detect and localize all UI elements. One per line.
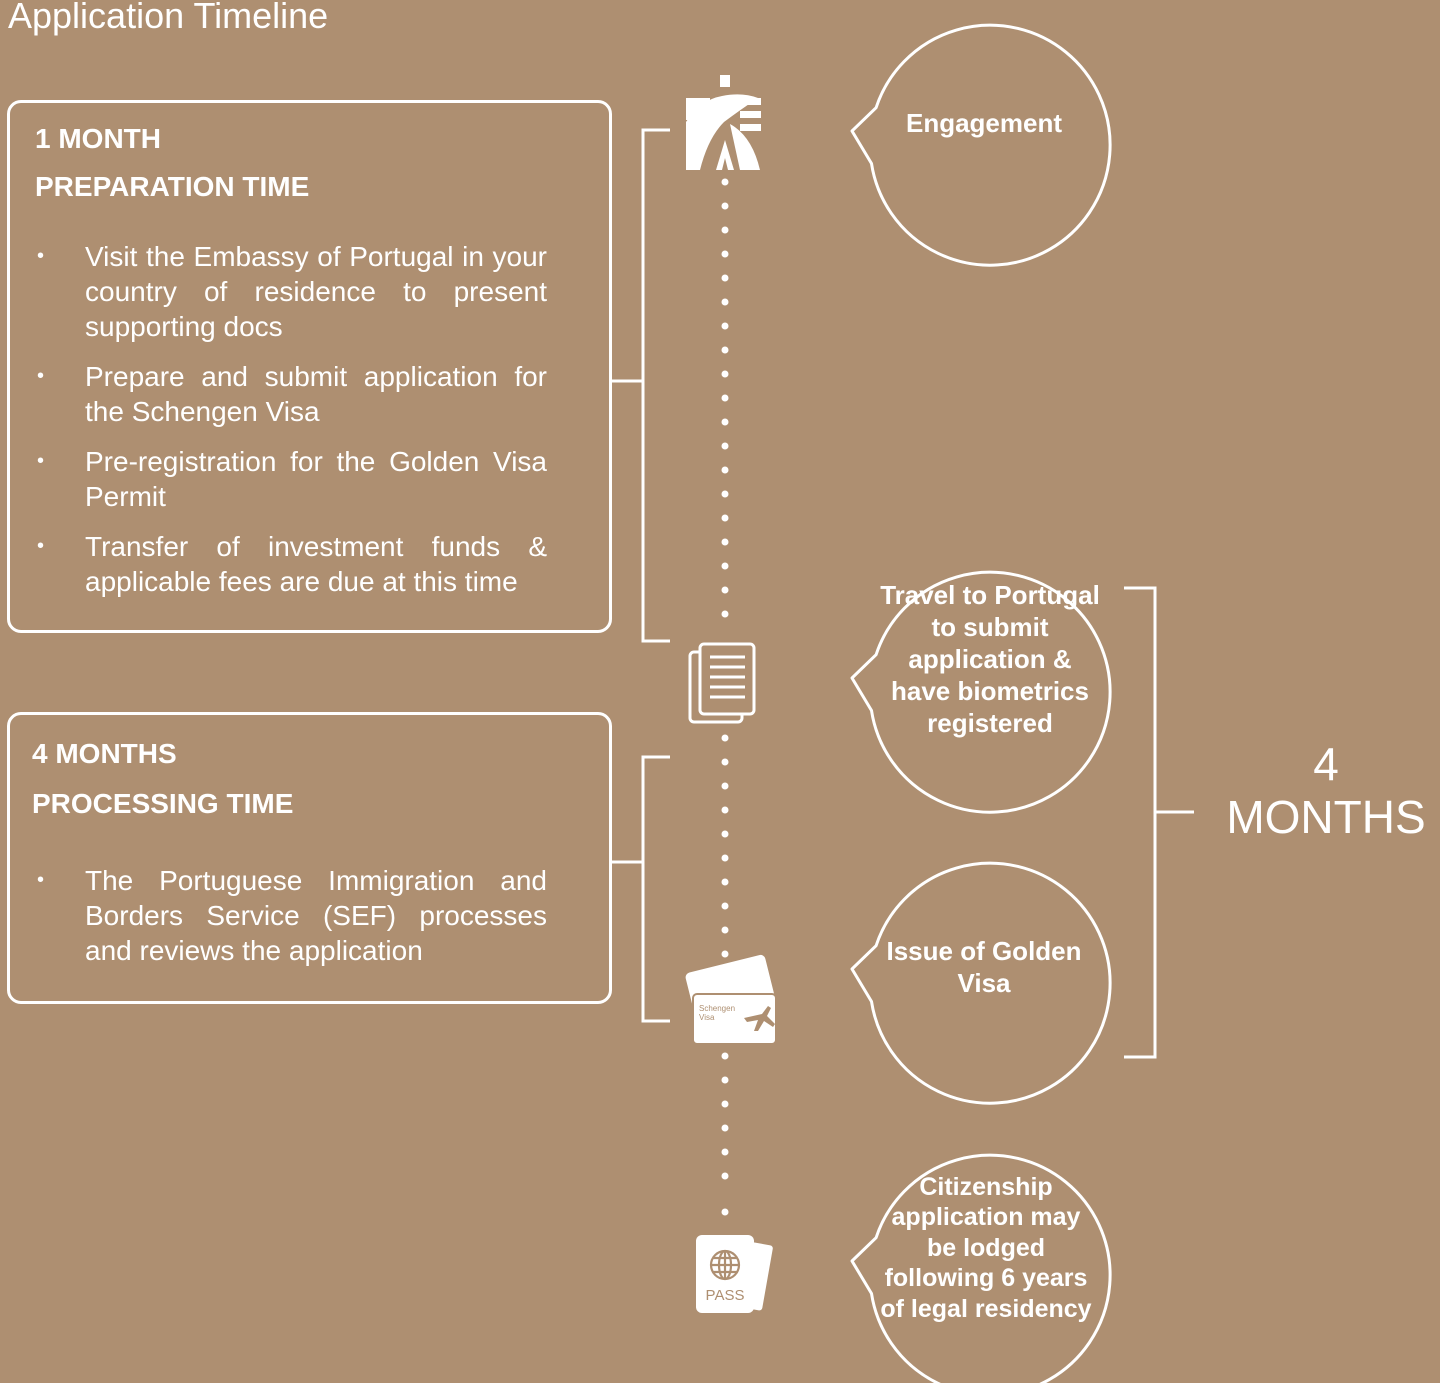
- preparation-list: Visit the Embassy of Portugal in your co…: [37, 239, 547, 614]
- four-months-label: 4 MONTHS: [1226, 738, 1426, 844]
- months-number: 4: [1313, 738, 1339, 790]
- bubble-travel: [850, 570, 1112, 814]
- list-item: Transfer of investment funds & applicabl…: [37, 529, 547, 599]
- bubble-citizenship: [850, 1153, 1112, 1383]
- four-months-bracket: [1124, 586, 1194, 1059]
- step-citizenship: Citizenship application may be lodged fo…: [880, 1173, 1092, 1323]
- months-unit: MONTHS: [1226, 791, 1426, 843]
- globe-icon: [709, 1249, 741, 1281]
- processing-bracket: [612, 755, 670, 1023]
- visa-card-icon: [685, 954, 777, 1045]
- processing-duration: 4 MONTHS: [32, 738, 177, 769]
- list-item: Prepare and submit application for the S…: [37, 359, 547, 429]
- preparation-bracket: [612, 128, 670, 643]
- documents-icon: [688, 642, 756, 724]
- bubble-engagement: [850, 23, 1112, 267]
- page-title: Application Timeline: [8, 0, 329, 36]
- step-engagement: Engagement: [905, 108, 1063, 138]
- passport-icon: [696, 1235, 773, 1313]
- preparation-heading: PREPARATION TIME: [35, 171, 310, 202]
- plane-icon: [744, 1006, 775, 1031]
- logo-icon: [686, 75, 761, 170]
- processing-list: The Portuguese Immigration and Borders S…: [37, 863, 547, 968]
- bubble-issue: [850, 861, 1112, 1105]
- list-item: Pre-registration for the Golden Visa Per…: [37, 444, 547, 514]
- visa-card-text: Schengen: [699, 1004, 735, 1013]
- timeline-dots: [721, 178, 729, 1216]
- step-issue: Issue of Golden Visa: [886, 936, 1082, 998]
- preparation-panel: 1 MONTH PREPARATION TIME Visit the Embas…: [7, 100, 612, 633]
- processing-heading: PROCESSING TIME: [32, 788, 294, 819]
- list-item: The Portuguese Immigration and Borders S…: [37, 863, 547, 968]
- passport-text: PASS: [706, 1287, 745, 1304]
- step-travel: Travel to Portugal to submit application…: [880, 580, 1100, 738]
- list-item: Visit the Embassy of Portugal in your co…: [37, 239, 547, 344]
- processing-panel: 4 MONTHS PROCESSING TIME The Portuguese …: [7, 712, 612, 1004]
- visa-card-text: Visa: [699, 1013, 715, 1022]
- preparation-duration: 1 MONTH: [35, 123, 161, 154]
